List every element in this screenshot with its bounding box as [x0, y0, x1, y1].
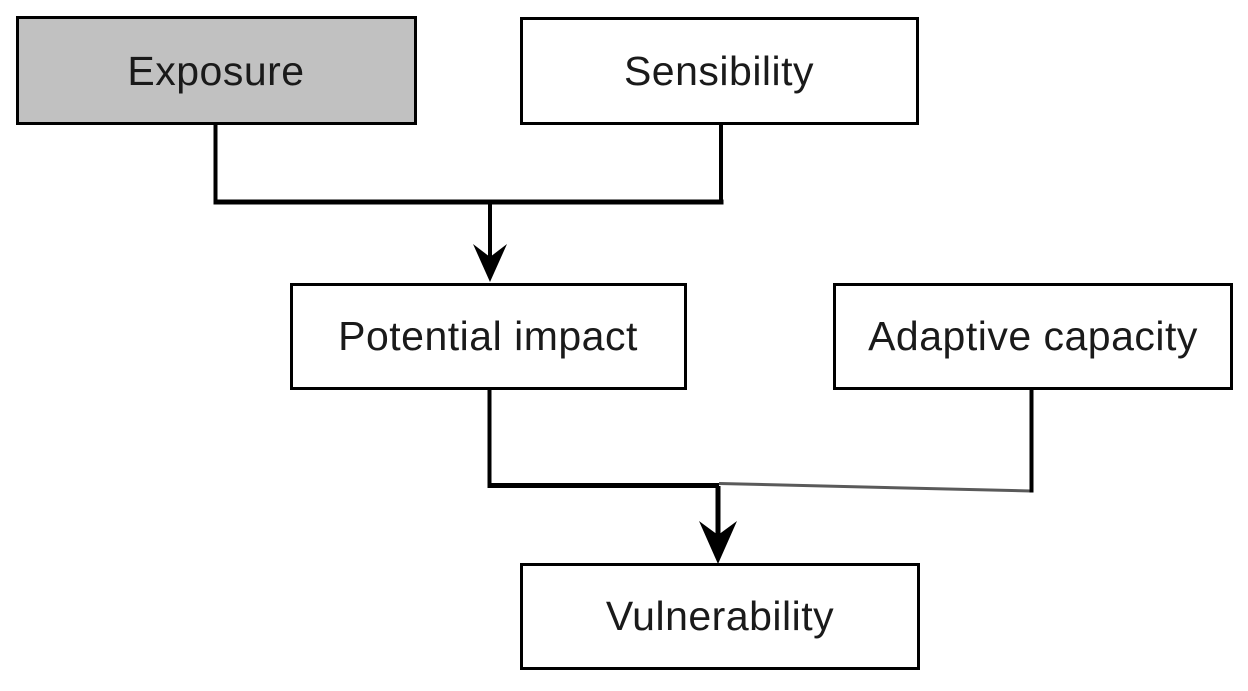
edge-group-top	[213, 123, 724, 282]
node-vulnerability: Vulnerability	[520, 563, 920, 670]
potential-impact-label: Potential impact	[338, 313, 638, 359]
edge-group-bottom	[487, 389, 1034, 564]
sensibility-label: Sensibility	[624, 48, 814, 94]
sensibility-box	[520, 17, 919, 125]
node-sensibility: Sensibility	[520, 17, 919, 125]
potential-impact-box	[290, 283, 687, 390]
arrowhead-to-potential-impact	[473, 244, 507, 282]
node-potential-impact: Potential impact	[290, 283, 687, 390]
node-adaptive-capacity: Adaptive capacity	[833, 283, 1233, 390]
node-exposure: Exposure	[16, 16, 417, 125]
arrowhead-to-vulnerability	[699, 521, 737, 564]
adaptive-capacity-box	[833, 283, 1233, 390]
edge-adaptive-capacity-slanted-link	[718, 482, 1032, 493]
vulnerability-box	[520, 563, 920, 670]
exposure-box	[16, 16, 417, 125]
exposure-label: Exposure	[127, 48, 304, 94]
vulnerability-label: Vulnerability	[606, 593, 834, 639]
adaptive-capacity-label: Adaptive capacity	[868, 313, 1198, 359]
